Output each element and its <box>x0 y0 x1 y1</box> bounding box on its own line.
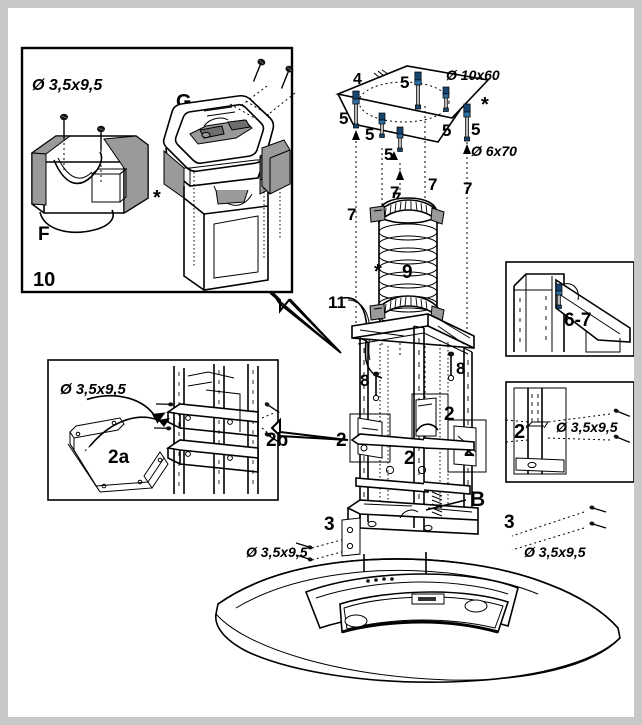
cable-label-11: 11 <box>328 293 346 312</box>
ceiling-plate-label-4: 4 <box>353 71 362 88</box>
screw-label-8-right: 8 <box>456 359 465 378</box>
lamp-right <box>464 599 488 613</box>
screw-8-right: 8 <box>447 351 465 382</box>
screw-spec-6x70: Ø 6x70 <box>471 143 517 159</box>
anchor-5-e: 5 <box>442 86 451 140</box>
housing-part-g: G <box>162 56 296 291</box>
drop-label-7-b: 7 <box>390 183 399 202</box>
ceiling-asterisk: * <box>481 94 489 116</box>
bracket-inset-spec: Ø 3,5x9,5 <box>60 381 127 398</box>
bracket-part-2a: 2a <box>67 417 169 493</box>
rail-screw-inset: 6-7 <box>505 261 634 357</box>
label-part-f: F <box>38 224 50 245</box>
callout-leader-10b <box>269 292 342 354</box>
bracket-label-2-top: 2 <box>444 404 455 425</box>
anchor-label-5-e: 5 <box>442 121 451 140</box>
motor-part-f: F <box>30 113 149 245</box>
column-inset-spec: Ø 3,5x9,5 <box>556 419 618 435</box>
base-label-3-left: 3 <box>324 514 335 535</box>
inset-lattice <box>153 364 282 494</box>
anchor-label-5-a: 5 <box>339 109 348 128</box>
ceiling-mounting-group: 4 Ø 10x60 * Ø 6x70 5 5 5 5 5 5 <box>335 65 517 438</box>
base-label-3-right: 3 <box>504 512 515 533</box>
inset-step-number-10: 10 <box>33 269 55 291</box>
anchor-5-d: 5 <box>400 71 422 110</box>
flexible-duct-9: 9 * <box>369 197 445 333</box>
drop-label-7-a: 7 <box>347 205 356 224</box>
drop-line-7-a: 7 <box>347 130 360 338</box>
anchor-label-5-b: 5 <box>365 125 374 144</box>
bracket-2a-2b-inset: Ø 3,5x9,5 2a <box>47 359 349 501</box>
control-buttons <box>366 577 394 583</box>
motor-screw-1 <box>59 113 69 170</box>
label-part-b: B <box>470 488 485 511</box>
anchor-5-b: 5 <box>365 112 386 144</box>
bracket-callout-2-top: 2 <box>411 393 455 441</box>
base-screw-spec-right: Ø 3,5x9,5 <box>524 544 586 560</box>
motor-screw-spec: Ø 3,5x9,5 <box>32 77 103 94</box>
duct-clamp-top <box>369 199 445 225</box>
anchor-label-5-f: 5 <box>471 120 480 139</box>
ceiling-plate-lower-edge <box>337 93 461 143</box>
spring-detail <box>431 491 443 517</box>
drop-line-7-e: 7 <box>463 142 472 338</box>
anchor-5-c: 5 <box>384 126 404 164</box>
motor-asterisk: * <box>153 187 161 209</box>
drop-label-7-d: 7 <box>428 175 437 194</box>
base-screws-3-right: 3 Ø 3,5x9,5 <box>504 504 607 560</box>
lamp-left <box>344 614 368 628</box>
screw-label-8-left: 8 <box>360 371 369 390</box>
duct-clamp-bottom <box>369 295 445 323</box>
motor-assembly-inset: Ø 3,5x9,5 10 F <box>20 46 342 354</box>
column-screw-inset: 2 Ø 3,5x9,5 <box>505 381 634 483</box>
screw-8-left: 8 <box>360 371 380 402</box>
diagram-page: Ø 3,5x9,5 10 F <box>8 8 634 717</box>
anchor-5-a: 5 <box>339 90 360 129</box>
rail-inset-label: 6-7 <box>564 310 591 331</box>
anchor-spec-10x60: Ø 10x60 <box>446 67 500 83</box>
base-screw-spec-left: Ø 3,5x9,5 <box>246 544 308 560</box>
bracket-label-2a: 2a <box>108 447 130 468</box>
drop-label-7-e: 7 <box>463 179 472 198</box>
column-inset-label-2: 2 <box>514 421 525 443</box>
anchor-label-5-c: 5 <box>384 145 393 164</box>
callout-leader-10 <box>289 298 342 354</box>
callout-wedge-2b <box>270 417 349 441</box>
ceiling-plate <box>335 65 490 119</box>
support-frame: 8 8 2 2 2 2 <box>246 313 607 563</box>
canopy-lower-edge <box>215 613 621 681</box>
bracket-label-2-center: 2 <box>404 448 415 469</box>
anchor-label-5-d: 5 <box>400 73 409 92</box>
duct-label-9: 9 <box>402 262 413 283</box>
motor-screw-2 <box>96 125 106 184</box>
bracket-label-2b: 2b <box>266 430 288 451</box>
base-screws-3-left: 3 Ø 3,5x9,5 <box>246 514 357 563</box>
part-b-leader <box>425 499 467 511</box>
duct-asterisk: * <box>374 261 382 283</box>
anchor-5-f: 5 <box>463 103 480 142</box>
hood-canopy <box>215 552 621 684</box>
diagram-canvas: Ø 3,5x9,5 10 F <box>20 46 634 684</box>
